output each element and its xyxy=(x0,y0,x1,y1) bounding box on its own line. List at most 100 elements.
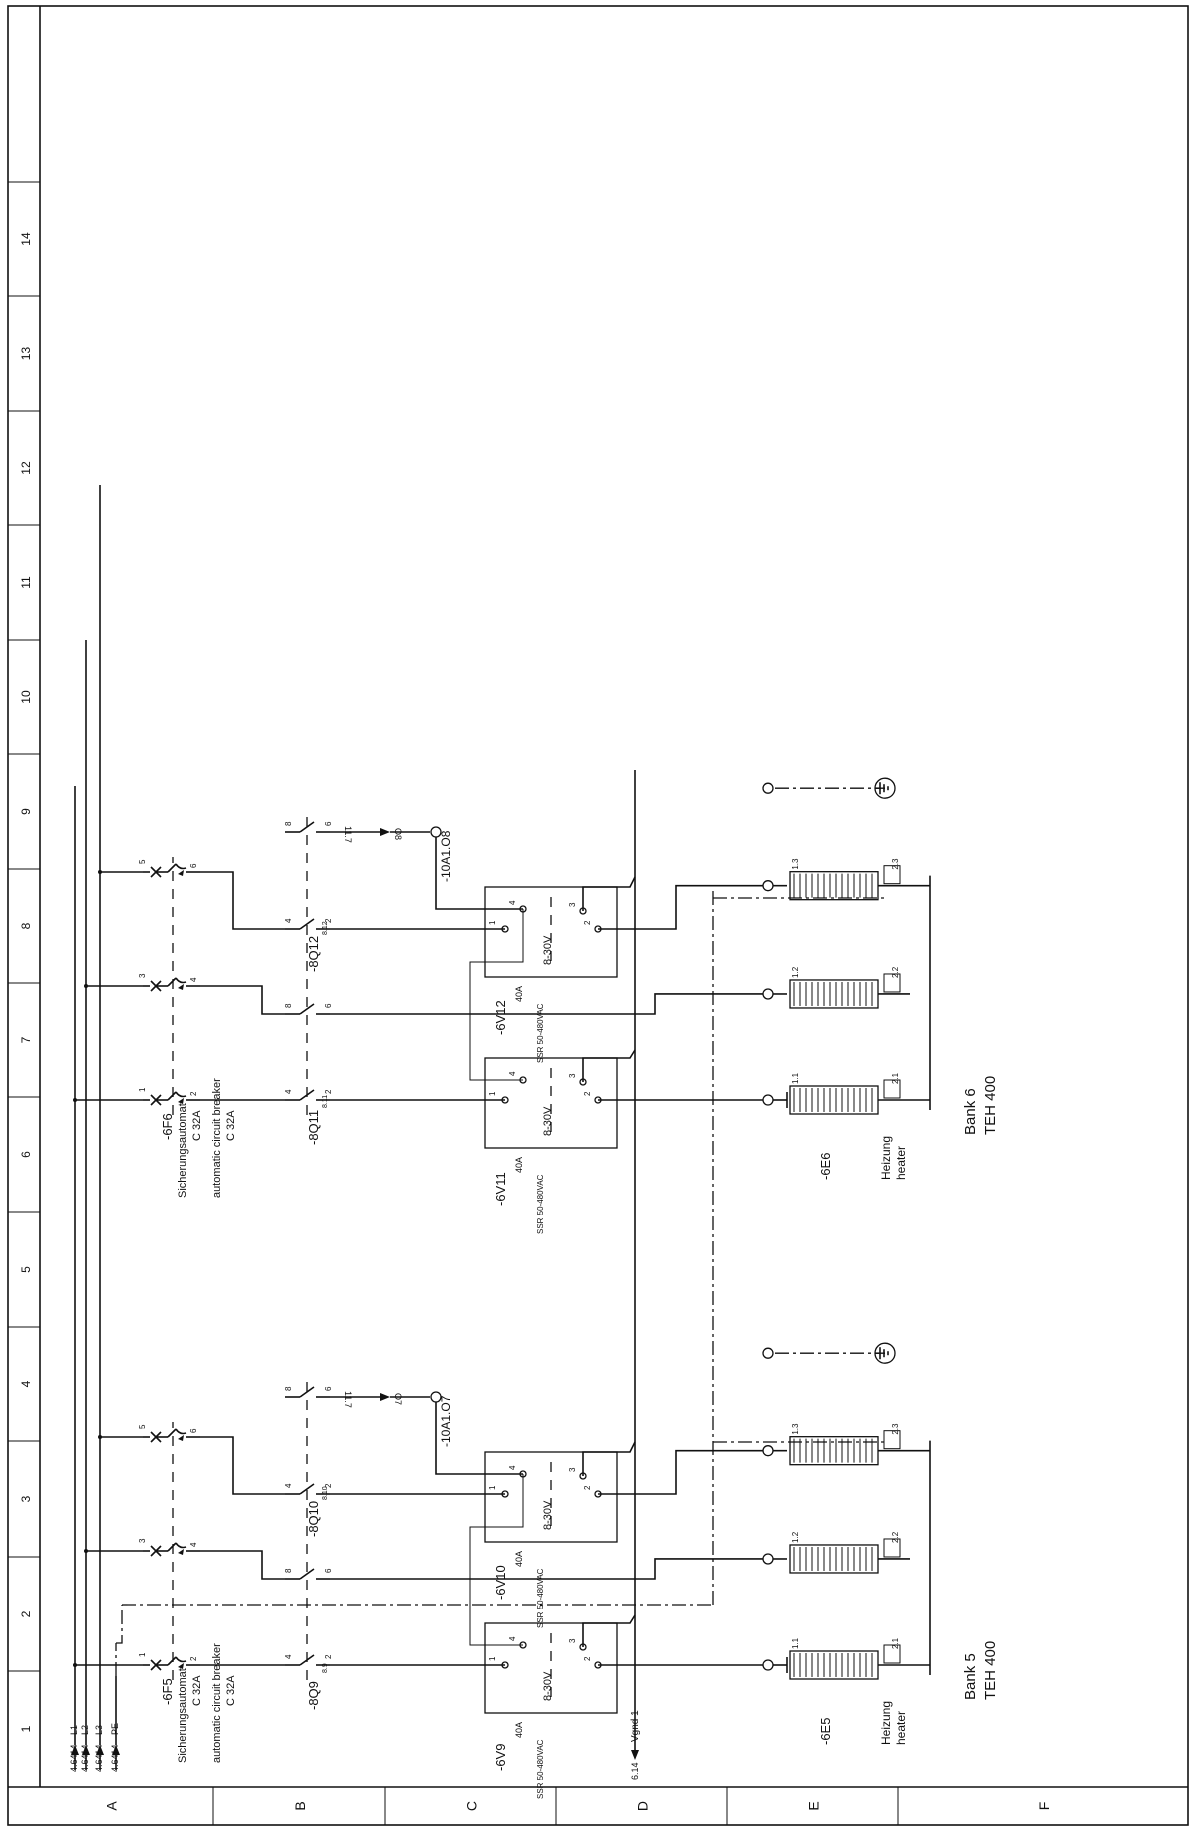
ssr-rating: 40A xyxy=(514,986,524,1002)
ssr-pin-3: 3 xyxy=(568,1638,577,1643)
heater-terminal xyxy=(762,1553,774,1565)
io-label: O7 xyxy=(393,1393,403,1405)
column-label-7: 7 xyxy=(19,1036,33,1043)
io-ref: 11.7 xyxy=(343,1391,353,1408)
contact-pin-bottom: 2 xyxy=(324,1654,333,1659)
fuse-pin-bottom-1: 2 xyxy=(189,1656,198,1661)
vgnd-ref: 6.14 xyxy=(630,1762,640,1780)
bank-type: TEH 400 xyxy=(982,1076,999,1135)
contact-pin-bottom: 6 xyxy=(324,1003,333,1008)
column-label-10: 10 xyxy=(19,690,33,704)
column-label-3: 3 xyxy=(19,1495,33,1502)
supply-arrow-pe xyxy=(112,1745,120,1755)
heater-element xyxy=(789,871,879,901)
ssr-pin-2: 2 xyxy=(583,1091,592,1096)
frame-outer-border xyxy=(7,5,1189,1826)
ssr-type: SSR 50-480VAC xyxy=(536,1003,545,1063)
heater-element xyxy=(789,1650,879,1680)
io-ref: 11.7 xyxy=(343,826,353,843)
row-label-F: F xyxy=(1036,1802,1052,1811)
fuse-rating: C 32A xyxy=(191,1675,203,1706)
contact-pin-top: 8 xyxy=(284,1568,293,1573)
contactor-sub-a: 8.11 xyxy=(322,1095,329,1108)
supply-ref-l1: 4.6414 xyxy=(69,1744,79,1772)
contact-pin-bottom: 2 xyxy=(324,1483,333,1488)
heater-desc-en: heater xyxy=(894,1711,908,1745)
fuse-tag: -6F6 xyxy=(160,1113,175,1140)
column-label-12: 12 xyxy=(19,461,33,475)
column-label-4: 4 xyxy=(19,1380,33,1387)
fuse-pin-top-2: 3 xyxy=(138,1538,147,1543)
bank-name: Bank 5 xyxy=(962,1653,979,1700)
supply-label-pe: PE xyxy=(110,1723,120,1735)
heater-terminal xyxy=(762,1094,774,1106)
ssr-pin-4: 4 xyxy=(508,900,517,905)
fuse-pin-bottom-3: 6 xyxy=(189,1428,198,1433)
heater-term-top: 1.1 xyxy=(791,1637,800,1649)
fuse-pin-top-1: 1 xyxy=(138,1087,147,1092)
heater-term-top: 1.3 xyxy=(791,1423,800,1435)
pe-bus-group xyxy=(122,890,885,1606)
heater-pe-terminal xyxy=(762,1347,774,1359)
heater-desc-de: Heizung xyxy=(879,1701,893,1745)
ssr-pin-2: 2 xyxy=(583,1656,592,1661)
heater-element xyxy=(789,979,879,1009)
contact-pin-bottom: 2 xyxy=(324,918,333,923)
fuse-desc-de: Sicherungsautomat xyxy=(177,1103,189,1198)
ssr-ctrl: 8-30V xyxy=(542,1671,554,1701)
ssr-box xyxy=(484,1622,618,1714)
io-arrow xyxy=(380,828,390,836)
heater-term-bottom: 2.2 xyxy=(891,1531,900,1543)
ssr-pin-3: 3 xyxy=(568,902,577,907)
heater-element xyxy=(789,1085,879,1115)
fuse-pin-top-2: 3 xyxy=(138,973,147,978)
ssr-pin-1: 1 xyxy=(488,1656,497,1661)
supply-ref-l2: 4.6414 xyxy=(80,1744,90,1772)
io-label: O8 xyxy=(393,828,403,840)
fuse-tag: -6F5 xyxy=(160,1678,175,1705)
fuse-desc-en: automatic circuit breaker xyxy=(211,1643,223,1763)
heater-term-bottom: 2.2 xyxy=(891,966,900,978)
vgnd-label: Vgnd 1 xyxy=(630,1710,641,1742)
contact-pin-top: 8 xyxy=(284,1386,293,1391)
heater-term-bottom: 2.3 xyxy=(891,1423,900,1435)
contact-pin-top: 8 xyxy=(284,1003,293,1008)
ssr-box xyxy=(484,1057,618,1149)
ssr-pin-1: 1 xyxy=(488,1485,497,1490)
heater-term-top: 1.3 xyxy=(791,858,800,870)
fuse-pin-bottom-2: 4 xyxy=(189,977,198,982)
ssr-pin-4: 4 xyxy=(508,1636,517,1641)
ssr-tag: -6V10 xyxy=(493,1565,508,1600)
row-label-B: B xyxy=(292,1801,308,1810)
ssr-ctrl: 8-30V xyxy=(542,935,554,965)
supply-ref-l3: 4.6414 xyxy=(94,1744,104,1772)
contactor-sub-a: 8.9 xyxy=(322,1663,329,1673)
supply-arrow-l2 xyxy=(82,1745,90,1755)
bank-name: Bank 6 xyxy=(962,1088,979,1135)
column-label-5: 5 xyxy=(19,1266,33,1273)
heater-element xyxy=(789,1544,879,1574)
ssr-ctrl: 8-30V xyxy=(542,1106,554,1136)
contact-pin-bottom: 6 xyxy=(324,821,333,826)
ssr-rating: 40A xyxy=(514,1722,524,1738)
row-label-A: A xyxy=(104,1801,120,1811)
ssr-pin-3: 3 xyxy=(568,1467,577,1472)
heater-term-bottom: 2.1 xyxy=(891,1637,900,1649)
heater-tag: -6E5 xyxy=(818,1718,833,1745)
ssr-pin-1: 1 xyxy=(488,1091,497,1096)
supply-label-l2: L2 xyxy=(80,1725,90,1735)
ssr-rating: 40A xyxy=(514,1551,524,1567)
supply-group: 4.6414 L1 4.6414 L2 4.6414 L3 4.6414 PE xyxy=(69,485,123,1772)
heater-term-top: 1.2 xyxy=(791,1531,800,1543)
fuse-desc-de: Sicherungsautomat xyxy=(177,1668,189,1763)
column-label-13: 13 xyxy=(19,347,33,361)
contact-pin-bottom: 2 xyxy=(324,1089,333,1094)
ssr-pin-4: 4 xyxy=(508,1071,517,1076)
heater-element xyxy=(789,1436,879,1466)
bus-pe xyxy=(116,1605,123,1644)
bank-type: TEH 400 xyxy=(982,1641,999,1700)
column-label-14: 14 xyxy=(19,232,33,246)
